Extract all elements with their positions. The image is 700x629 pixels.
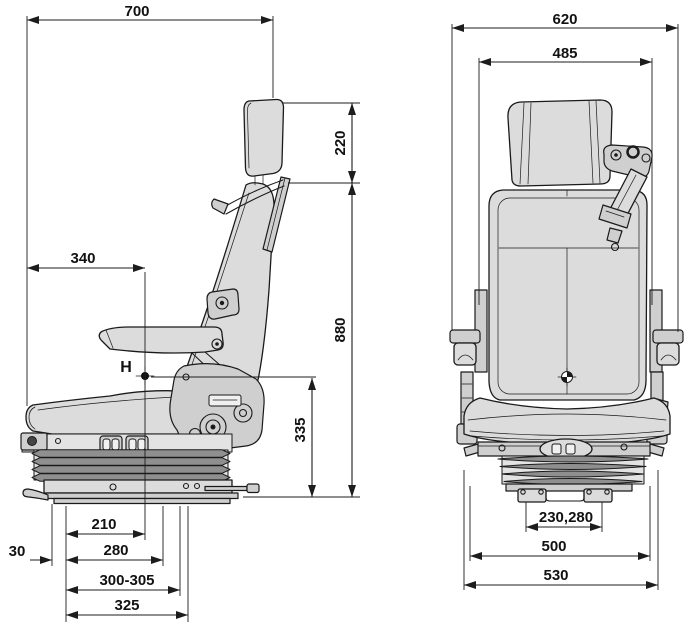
underseat-frame — [463, 438, 665, 460]
headrest-rear — [507, 99, 613, 187]
dim-label-530: 530 — [543, 567, 568, 584]
dim-label-300-305: 300-305 — [99, 572, 154, 589]
dim-label-210: 210 — [91, 516, 116, 533]
dim-label-620: 620 — [552, 11, 577, 28]
dim-label-30: 30 — [9, 543, 26, 560]
dim-label-335: 335 — [292, 417, 309, 442]
base-and-rails-side — [22, 479, 260, 505]
seat-frame-side — [20, 432, 233, 454]
rear-view: 620 485 230,280 500 530 — [449, 11, 684, 590]
armrest-rear-left — [449, 329, 481, 366]
adjust-rod-knob[interactable] — [246, 483, 260, 494]
h-point-label: H — [120, 359, 132, 376]
armrest-rear-right — [652, 329, 684, 366]
dim-label-485: 485 — [552, 45, 577, 62]
brand-plate — [208, 394, 242, 407]
side-view-dimensions: 700 340 220 880 335 210 280 30 300-305 — [9, 3, 360, 622]
center-point-marker — [557, 367, 577, 387]
backrest-rear — [488, 189, 648, 401]
dim-label-325: 325 — [114, 597, 139, 614]
brand-emblem — [206, 288, 240, 320]
belt-guide-side — [211, 176, 291, 253]
seatbelt-assembly — [598, 144, 653, 252]
dim-label-220: 220 — [332, 130, 349, 155]
dim-label-280: 280 — [103, 542, 128, 559]
dim-label-230-280: 230,280 — [539, 509, 593, 526]
dim-label-340: 340 — [70, 250, 95, 267]
headrest-side — [243, 98, 285, 186]
belt-buckle[interactable] — [598, 204, 632, 229]
dim-label-880: 880 — [332, 317, 349, 342]
dim-label-500: 500 — [541, 538, 566, 555]
side-view: H 700 340 220 880 — [9, 3, 360, 622]
slide-lever[interactable] — [22, 488, 49, 501]
dim-label-700: 700 — [124, 3, 149, 20]
suspension-bellows-side — [31, 449, 231, 482]
headrest-lever — [211, 198, 229, 215]
suspension-bellows-rear — [497, 455, 649, 485]
base-feet-rear — [505, 483, 633, 503]
seat-cushion-rear — [463, 397, 671, 446]
rear-view-dimensions: 620 485 230,280 500 530 — [451, 11, 679, 590]
